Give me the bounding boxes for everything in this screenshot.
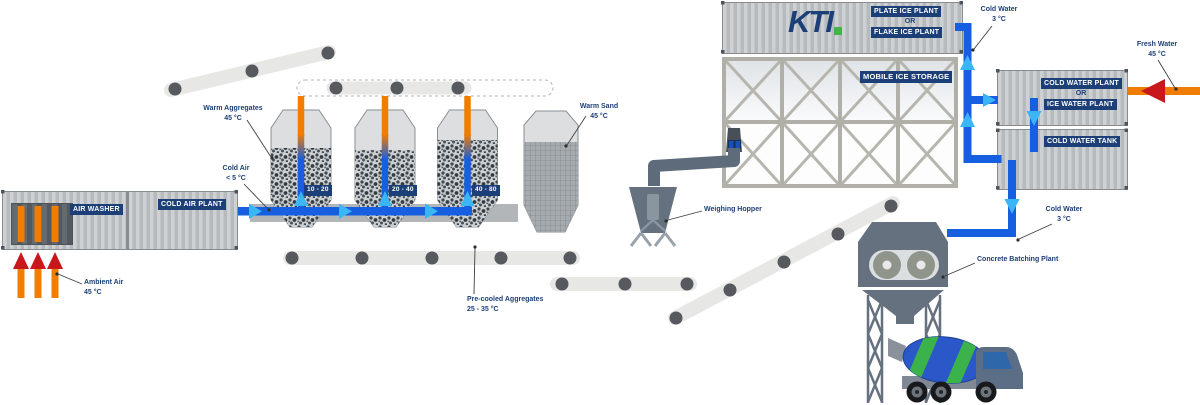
fresh-water-label: Fresh Water 45 °C xyxy=(1136,41,1178,58)
flow-arrows-cyan xyxy=(249,55,1042,219)
cold-air-label: Cold Air < 5 °C xyxy=(222,165,250,182)
cold-air-plant-badge: COLD AIR PLANT xyxy=(158,199,226,210)
plate-ice-plant-badge: PLATE ICE PLANT xyxy=(871,6,942,17)
kti-logo-dot xyxy=(833,27,842,35)
kti-logo-text: KTI xyxy=(788,4,834,39)
transfer-conveyor xyxy=(550,277,697,291)
weighing-hopper-label: Weighing Hopper xyxy=(704,206,762,213)
leader-lines xyxy=(55,25,1178,295)
container-divider xyxy=(126,192,129,249)
flake-ice-plant-badge: FLAKE ICE PLANT xyxy=(871,27,943,38)
concrete-batching-plant-label: Concrete Batching Plant xyxy=(977,256,1059,263)
ice-chute-arm xyxy=(648,148,740,186)
warm-sand-silo xyxy=(523,110,579,233)
bin1-size-badge: 10 - 20 xyxy=(304,185,332,196)
inclined-feed-conveyor xyxy=(164,45,336,97)
warm-aggregates-label: Warm Aggregates 45 °C xyxy=(203,105,263,122)
ambient-air-arrows xyxy=(13,206,63,298)
ice-discharge-valve xyxy=(726,128,742,152)
batching-plant-inclined-conveyor xyxy=(668,196,900,325)
cold-water-plant-badge: COLD WATER PLANT xyxy=(1041,78,1123,89)
cold-water-tank-badge: COLD WATER TANK xyxy=(1044,136,1121,147)
concrete-mixer-truck xyxy=(888,332,1023,403)
mobile-ice-storage-badge: MOBILE ICE STORAGE xyxy=(860,71,953,83)
bin-feed-and-aeration-pipes xyxy=(297,96,471,212)
tank-to-batching-pipe xyxy=(947,160,1016,237)
kti-logo: KTI xyxy=(788,6,842,37)
bin3-size-badge: 40 - 80 xyxy=(472,185,500,196)
container-corner-castings xyxy=(1,1,1128,250)
bin2-size-badge: 20 - 40 xyxy=(389,185,417,196)
or-label-right: OR xyxy=(1075,90,1087,97)
pre-cooled-aggregates-label: Pre-cooled Aggregates 25 - 35 °C xyxy=(467,296,544,313)
weighing-hopper xyxy=(629,187,677,247)
precooled-aggregate-conveyor xyxy=(283,251,580,265)
ambient-air-label: Ambient Air 45 °C xyxy=(84,279,124,296)
ice-water-plant-badge: ICE WATER PLANT xyxy=(1044,99,1117,110)
air-washer-badge: AIR WASHER xyxy=(70,204,123,215)
fresh-water-arrow xyxy=(1141,79,1165,103)
top-distribution-conveyor xyxy=(296,79,554,97)
truck-wheels xyxy=(906,381,997,403)
cold-air-pipe xyxy=(238,207,472,216)
warm-sand-label: Warm Sand 45 °C xyxy=(579,103,619,120)
or-label-top: OR xyxy=(904,18,916,25)
cold-water-batching-label: Cold Water 3 °C xyxy=(1045,206,1083,223)
cold-water-ice-label: Cold Water 3 °C xyxy=(980,6,1018,23)
